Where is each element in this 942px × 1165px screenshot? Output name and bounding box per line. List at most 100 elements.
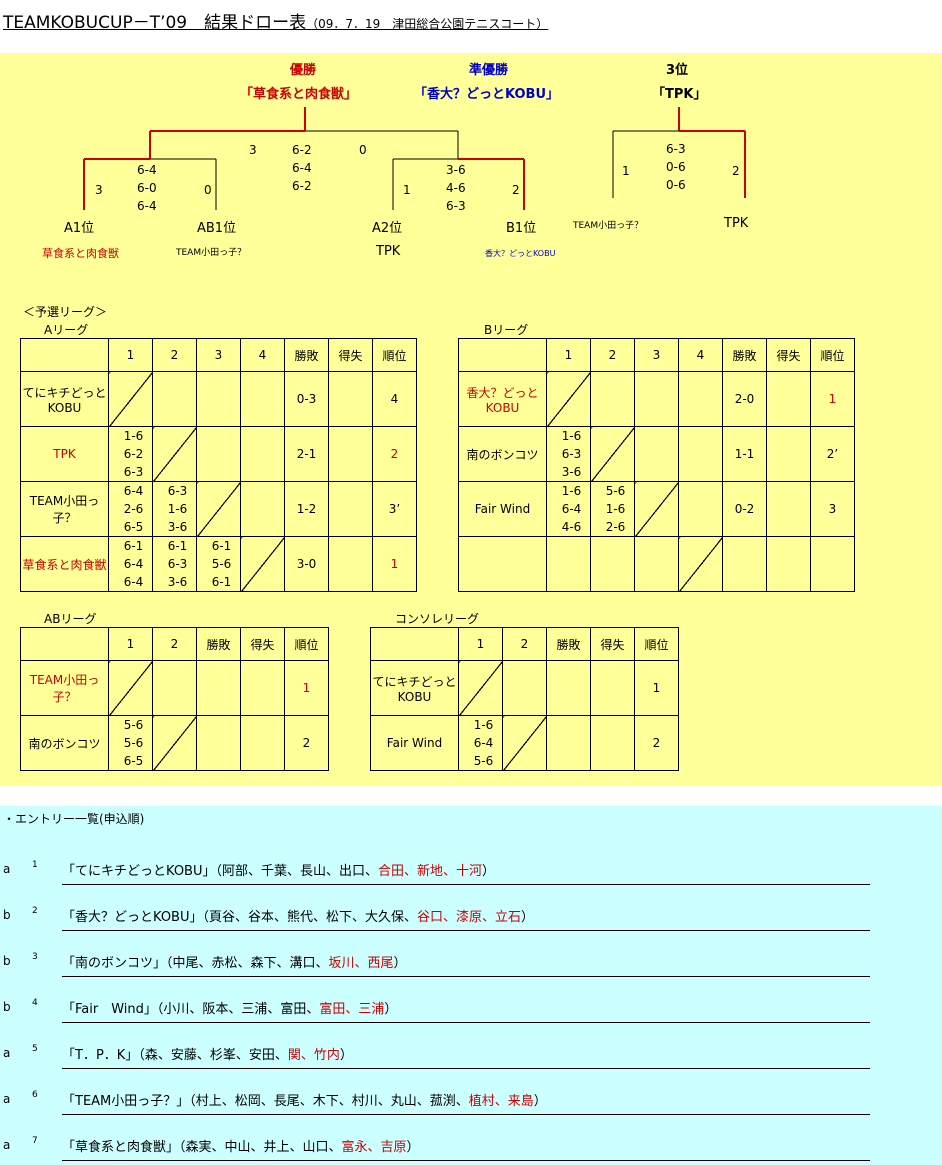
list-item: b 3 「南のボンコツ」（中尾、赤松、森下、溝口、坂川、西尾） — [0, 940, 942, 986]
entry-letter: b — [3, 1000, 11, 1014]
ab-league-header-corner — [20, 627, 109, 661]
consolation-rank-1: 1 — [634, 660, 679, 716]
b-league-diag-cell — [678, 536, 723, 592]
list-item: a 1 「てにキチどっとKOBU」（阿部、千葉、長山、出口、合田、新地、十河） — [0, 848, 942, 894]
a-league-col-3: 3 — [196, 338, 241, 372]
b-league-cell — [678, 371, 723, 427]
semi-right-a2-pos: A2位 — [372, 221, 403, 236]
ab-league-points-1 — [240, 660, 285, 716]
entry-number: 5 — [32, 1044, 38, 1054]
semi-right-game-1: 3-6 — [446, 163, 466, 177]
consolation-label: コンソレリーグ — [395, 612, 480, 626]
table-row: Fair Wind 1-6 6-4 4-6 5-6 1-6 2-6 0-2 3 — [458, 481, 855, 537]
a-league-table: 1 2 3 4 勝敗 得失 順位 てにキチどっとKOBU 0-3 4 TPK 1… — [20, 338, 417, 592]
prelim-heading: ＜予選リーグ＞ — [23, 305, 108, 319]
entry-close: ） — [533, 1094, 547, 1109]
consolation-header-row: 1 2 勝敗 得失 順位 — [370, 627, 679, 661]
b-league-record-3: 0-2 — [722, 481, 767, 537]
a-league-label: Aリーグ — [44, 323, 89, 337]
third-right-sets: 2 — [732, 164, 740, 178]
semi-right-b1-pos: B1位 — [506, 221, 537, 236]
entry-highlight: 富田、三浦 — [319, 1002, 385, 1017]
semi-left-a1-team: 草食系と肉食獣 — [42, 247, 119, 260]
entry-team: 「南のボンコツ」 — [62, 956, 167, 971]
entry-team: 「てにキチどっとKOBU」 — [62, 864, 216, 879]
ab-league-team-1: TEAM小田っ子？ — [20, 660, 109, 716]
entry-divider — [62, 1114, 870, 1115]
b-league-score-3-1: 1-6 6-4 4-6 — [546, 481, 591, 537]
b-league-rank-3: 3 — [810, 481, 855, 537]
ab-league-table: 1 2 勝敗 得失 順位 TEAM小田っ子？ 1 南のボンコツ 5-6 5-6 … — [20, 627, 329, 771]
a-league-cell — [240, 481, 285, 537]
entry-team: 「T．P．K」 — [62, 1048, 139, 1063]
entries-panel: ・エントリー一覧(申込順) a 1 「てにキチどっとKOBU」（阿部、千葉、長山… — [0, 806, 942, 1165]
title-main: TEAMKOBUCUP－T’09 結果ドロー表 — [3, 13, 307, 33]
consolation-col-rank: 順位 — [634, 627, 679, 661]
entry-team: 「Fair Wind」 — [62, 1002, 157, 1017]
entry-letter: b — [3, 954, 11, 968]
ab-league-col-winloss: 勝敗 — [196, 627, 241, 661]
table-row: 香大？どっとKOBU 2-0 1 — [458, 371, 855, 427]
a-league-diag-cell — [196, 481, 241, 537]
list-item: b 4 「Fair Wind」（小川、阪本、三浦、富田、富田、三浦） — [0, 986, 942, 1032]
final-game-2: 6-4 — [292, 161, 312, 175]
consolation-table: 1 2 勝敗 得失 順位 てにキチどっとKOBU 1 Fair Wind 1-6… — [370, 627, 679, 771]
semi-right-left-sets: 1 — [403, 183, 411, 197]
a-league-cell — [152, 371, 197, 427]
a-league-col-winloss: 勝敗 — [284, 338, 329, 372]
final-game-1: 6-2 — [292, 143, 312, 157]
b-league-diag-cell — [590, 426, 635, 482]
final-right-sets: 0 — [359, 143, 367, 157]
semi-right-games: 3-6 4-6 6-3 — [446, 161, 466, 215]
third-left-team: TEAM小田っ子？ — [573, 221, 644, 231]
b-league-col-4: 4 — [678, 338, 723, 372]
consolation-points-1 — [590, 660, 635, 716]
entry-highlight: 植村、来島 — [468, 1094, 534, 1109]
entry-members: （小川、阪本、三浦、富田、 — [156, 1002, 320, 1017]
entry-text: 「TEAM小田っ子？」（村上、松岡、長尾、木下、村川、丸山、菰渕、植村、来島） — [62, 1090, 547, 1109]
a-league-col-1: 1 — [108, 338, 153, 372]
consolation-col-2: 2 — [502, 627, 547, 661]
entry-close: ） — [384, 1002, 398, 1017]
entry-team: 「香大？どっとKOBU」 — [62, 910, 203, 925]
ab-league-header-row: 1 2 勝敗 得失 順位 — [20, 627, 329, 661]
entry-number: 2 — [32, 906, 38, 916]
semi-left-games: 6-4 6-0 6-4 — [137, 161, 157, 215]
b-league-team-2: 南のボンコツ — [458, 426, 547, 482]
a-league-cell — [196, 426, 241, 482]
third-game-1: 6-3 — [666, 142, 686, 156]
ab-league-col-1: 1 — [108, 627, 153, 661]
third-game-3: 0-6 — [666, 178, 686, 192]
entry-close: ） — [339, 1048, 353, 1063]
b-league-points-4 — [766, 536, 811, 592]
semi-left-right-sets: 0 — [204, 183, 212, 197]
third-right-team: TPK — [724, 216, 749, 231]
a-league-record-1: 0-3 — [284, 371, 329, 427]
entries-heading: ・エントリー一覧(申込順) — [3, 812, 145, 826]
entry-members: （中尾、赤松、森下、溝口、 — [166, 956, 329, 971]
b-league-header-corner — [458, 338, 547, 372]
list-item: a 7 「草食系と肉食獣」（森実、中山、井上、山口、富永、吉原） — [0, 1124, 942, 1165]
a-league-rank-1: 4 — [372, 371, 417, 427]
a-league-diag-cell — [240, 536, 285, 592]
ab-league-points-2 — [240, 715, 285, 771]
b-league-score-3-2: 5-6 1-6 2-6 — [590, 481, 635, 537]
b-league-col-3: 3 — [634, 338, 679, 372]
consolation-record-1 — [546, 660, 591, 716]
semi-right-right-sets: 2 — [512, 183, 520, 197]
b-league-record-2: 1-1 — [722, 426, 767, 482]
b-league-cell — [590, 371, 635, 427]
ab-league-col-points: 得失 — [240, 627, 285, 661]
winner-label: 優勝 — [290, 63, 317, 78]
consolation-cell — [502, 660, 547, 716]
entry-number: 7 — [32, 1136, 38, 1146]
entry-members: （森、安藤、杉峯、安田、 — [138, 1048, 288, 1063]
ab-league-label: ABリーグ — [44, 612, 97, 626]
bracket-lines — [83, 107, 746, 210]
consolation-header-corner — [370, 627, 459, 661]
list-item: a 5 「T．P．K」（森、安藤、杉峯、安田、関、竹内） — [0, 1032, 942, 1078]
a-league-rank-2: 2 — [372, 426, 417, 482]
b-league-team-1: 香大？どっとKOBU — [458, 371, 547, 427]
b-league-record-1: 2-0 — [722, 371, 767, 427]
b-league-diag-cell — [546, 371, 591, 427]
